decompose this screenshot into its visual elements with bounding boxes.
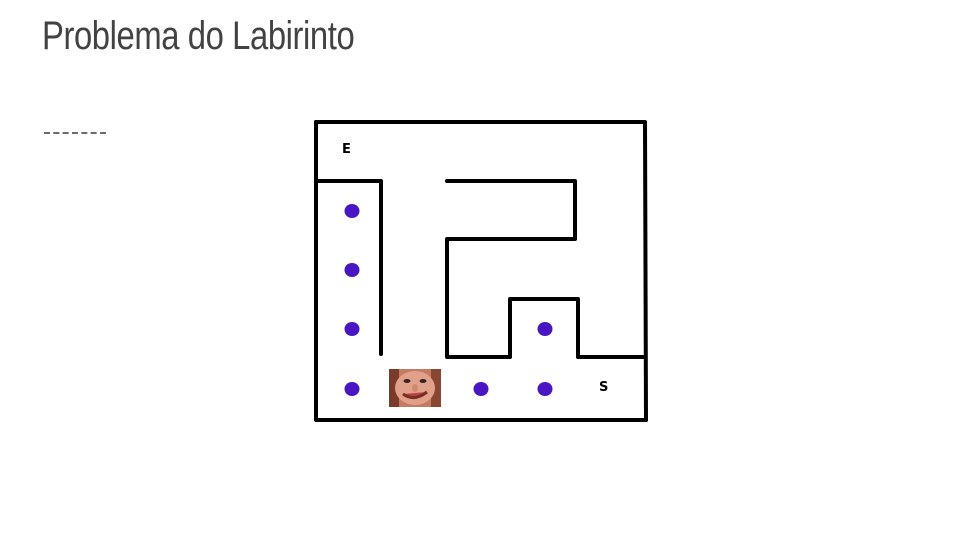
face-photo-icon [389,369,441,407]
maze-walls [314,120,648,422]
entry-label: E [342,142,351,157]
path-dot [344,263,360,277]
path-dot [344,204,360,218]
maze-left-divider-wall [316,179,383,356]
slide-title: Problema do Labirinto [42,14,355,58]
path-dot [537,322,553,336]
maze-outer-top-right-wall [314,120,648,422]
maze-outer-left-bottom-wall [314,120,648,422]
maze-inner-block-wall [445,179,645,359]
path-dot [344,382,360,396]
accent-dashes [44,132,106,134]
path-dot [473,382,489,396]
path-dot [344,322,360,336]
path-dots [344,204,553,396]
path-dot [537,382,553,396]
exit-label: S [599,380,608,395]
